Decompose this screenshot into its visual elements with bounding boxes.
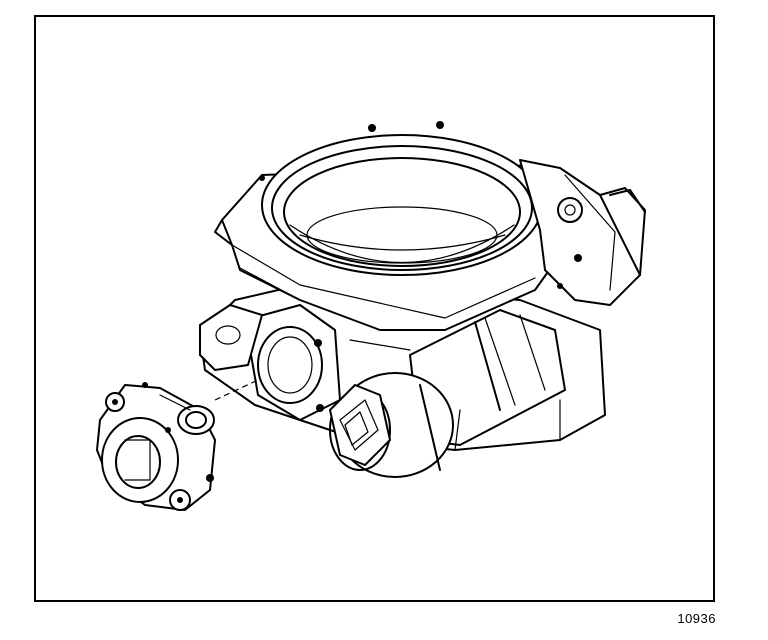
figure-number: 10936	[677, 611, 716, 626]
iac-connector	[329, 372, 454, 478]
throttle-body	[199, 121, 646, 478]
alignment-line	[214, 379, 259, 401]
throttle-position-sensor	[96, 382, 216, 511]
